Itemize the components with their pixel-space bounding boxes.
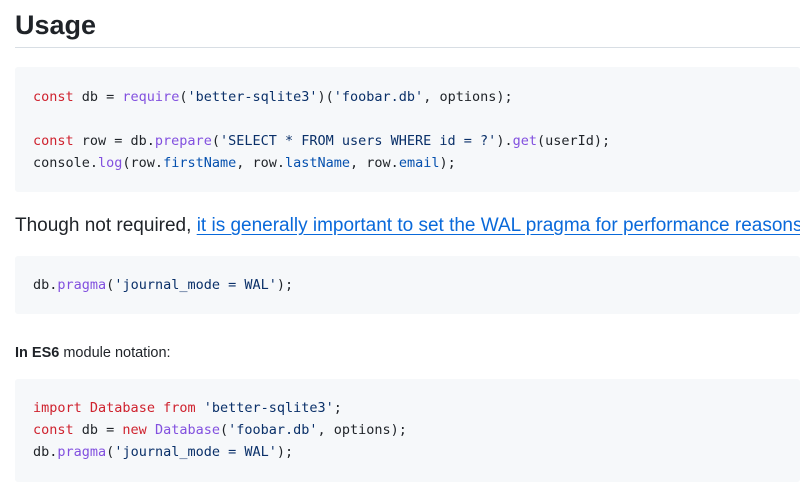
code-text bbox=[155, 400, 163, 416]
code-text: row = db. bbox=[73, 133, 155, 149]
code-line: console.log(row.firstName, row.lastName,… bbox=[33, 152, 800, 174]
paragraph-text: Though not required, bbox=[15, 215, 197, 236]
code-line: db.pragma('journal_mode = WAL'); bbox=[33, 441, 800, 463]
section-heading: Usage bbox=[15, 10, 97, 40]
code-line: const db = require('better-sqlite3')('fo… bbox=[33, 86, 800, 108]
code-line-blank bbox=[33, 108, 800, 130]
code-keyword: import bbox=[33, 400, 82, 416]
code-function: pragma bbox=[57, 444, 107, 460]
es6-subheading: In ES6 module notation: bbox=[15, 342, 171, 364]
code-line: const db = new Database('foobar.db', opt… bbox=[33, 419, 800, 441]
code-line: db.pragma('journal_mode = WAL'); bbox=[33, 274, 800, 296]
code-text: db. bbox=[33, 277, 58, 293]
code-keyword: const bbox=[33, 89, 74, 105]
code-text: db. bbox=[33, 444, 58, 460]
code-text bbox=[82, 400, 90, 416]
code-line: const row = db.prepare('SELECT * FROM us… bbox=[33, 130, 800, 152]
code-text: ( bbox=[106, 444, 115, 460]
code-text: , row. bbox=[350, 155, 399, 171]
code-text: ); bbox=[439, 155, 456, 171]
code-string: 'journal_mode = WAL' bbox=[114, 277, 277, 293]
code-string: 'SELECT * FROM users WHERE id = ?' bbox=[219, 133, 497, 149]
code-block-usage: const db = require('better-sqlite3')('fo… bbox=[15, 67, 800, 192]
code-text: db = bbox=[73, 89, 123, 105]
code-property: email bbox=[398, 155, 440, 171]
code-function: log bbox=[98, 155, 123, 171]
code-text: , options); bbox=[317, 422, 407, 438]
code-text: ( bbox=[211, 133, 220, 149]
code-block-pragma: db.pragma('journal_mode = WAL'); bbox=[15, 256, 800, 314]
code-string: 'better-sqlite3' bbox=[203, 400, 334, 416]
code-text: db = bbox=[73, 422, 123, 438]
code-string: 'journal_mode = WAL' bbox=[114, 444, 277, 460]
code-text: , row. bbox=[236, 155, 285, 171]
code-keyword: from bbox=[163, 400, 196, 416]
code-class-name: Database bbox=[154, 422, 220, 438]
code-function: pragma bbox=[57, 277, 107, 293]
code-block-es6: import Database from 'better-sqlite3'; c… bbox=[15, 379, 800, 482]
code-text: )( bbox=[317, 89, 334, 105]
code-text: ); bbox=[276, 444, 294, 460]
code-text bbox=[196, 400, 204, 416]
code-keyword: new bbox=[122, 422, 147, 438]
code-text: ( bbox=[219, 422, 229, 438]
code-keyword: const bbox=[33, 133, 74, 149]
code-line: import Database from 'better-sqlite3'; bbox=[33, 397, 800, 419]
code-text: , options); bbox=[423, 89, 513, 105]
code-function: get bbox=[512, 133, 537, 149]
code-function: require bbox=[122, 89, 180, 105]
code-property: firstName bbox=[163, 155, 237, 171]
wal-note-paragraph: Though not required, it is generally imp… bbox=[15, 212, 800, 240]
code-text: (userId); bbox=[536, 133, 611, 149]
subheading-rest: module notation: bbox=[59, 345, 171, 361]
code-class-name: Database bbox=[89, 400, 155, 416]
code-text: (row. bbox=[122, 155, 164, 171]
subheading-bold: In ES6 bbox=[15, 345, 60, 361]
code-string: 'better-sqlite3' bbox=[187, 89, 318, 105]
code-property: lastName bbox=[285, 155, 351, 171]
code-text: ). bbox=[496, 133, 513, 149]
code-text bbox=[147, 422, 155, 438]
code-string: 'foobar.db' bbox=[333, 89, 424, 105]
code-text: console. bbox=[33, 155, 99, 171]
code-text: ( bbox=[179, 89, 188, 105]
code-text: ; bbox=[333, 400, 342, 416]
code-keyword: const bbox=[33, 422, 74, 438]
code-function: prepare bbox=[154, 133, 212, 149]
code-text: ( bbox=[106, 277, 115, 293]
wal-performance-link[interactable]: it is generally important to set the WAL… bbox=[196, 215, 800, 236]
heading-divider bbox=[15, 47, 800, 48]
code-string: 'foobar.db' bbox=[228, 422, 318, 438]
code-text: ); bbox=[276, 277, 294, 293]
